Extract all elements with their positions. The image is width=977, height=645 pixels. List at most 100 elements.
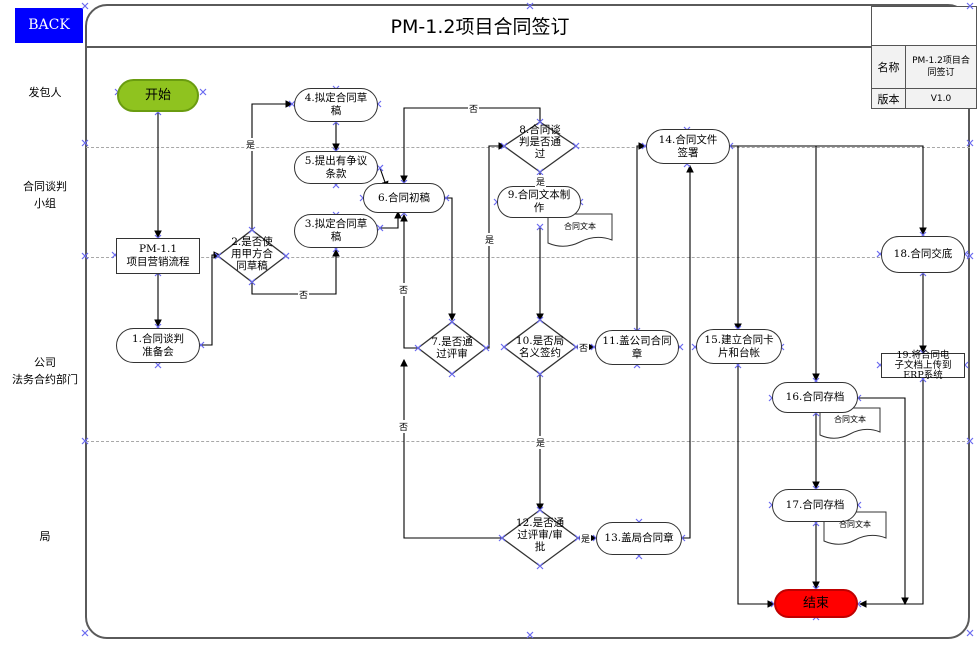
process-n5-line2: 条款 (325, 167, 347, 180)
process-n14[interactable]: 14.合同文件 签署 (646, 129, 730, 164)
edge-n14-n15 (730, 145, 742, 332)
edge-n2-n4 (251, 100, 294, 230)
process-n4-line2: 稿 (330, 105, 342, 117)
process-n1[interactable]: 1.合同谈判 准备会 (116, 328, 200, 363)
process-n19-line1: 19.将合同电 (896, 349, 950, 361)
edge-n7-n6 (400, 213, 420, 349)
decision-n12-line2: 过评审/审 (517, 529, 563, 541)
document-n9-label: 合同文本 (564, 222, 596, 231)
process-n17[interactable]: 17.合同存档 (772, 489, 858, 522)
decision-n10-line1: 10.是否局 (515, 335, 565, 347)
lane-label-negotiation: 合同谈判 小组 (10, 178, 80, 212)
edge-label-n10-no: 否 (578, 341, 590, 354)
process-n5-line1: 5.提出有争议 (304, 154, 368, 167)
edge-label-n7-no: 否 (398, 283, 410, 296)
decision-n2-line2: 用甲方合 (231, 248, 273, 260)
process-n18[interactable]: 18.合同交底 (881, 236, 965, 273)
edge-label-n10-yes: 是 (535, 436, 547, 449)
start-terminal[interactable]: 开始 (117, 79, 199, 112)
title-bar (85, 4, 970, 48)
info-version-value: V1.0 (930, 93, 952, 104)
edge-n6-n7 (445, 197, 456, 322)
info-version-key: 版本 (872, 89, 906, 108)
process-n15[interactable]: 15.建立合同卡 片和台帐 (696, 329, 782, 364)
process-n1-line1: 1.合同谈判 (131, 332, 185, 345)
lane-label-legal-line2: 法务合约部门 (12, 373, 78, 386)
edge-n14-n18 (730, 145, 927, 236)
lane-label-legal-line1: 公司 (34, 356, 56, 369)
decision-n10-line2: 名义签约 (519, 347, 561, 359)
edge-n15-end (737, 364, 776, 608)
process-n11-line1: 11.盖公司合同 (602, 334, 672, 347)
edge-label-n2-yes: 是 (245, 138, 257, 151)
decision-n7-label: 7.是否通 过评审 (424, 336, 480, 360)
document-n16-label: 合同文本 (834, 415, 866, 424)
document-shape-n16 (819, 407, 881, 439)
process-n1-line2: 准备会 (142, 345, 174, 358)
lane-divider-2 (86, 257, 970, 258)
decision-n8-line1: 8.合同谈 (519, 124, 561, 136)
edge-n7-n8 (484, 142, 507, 349)
edge-n11-n14 (636, 142, 647, 330)
lane-label-client: 发包人 (28, 86, 62, 99)
decision-n7-line2: 过评审 (436, 348, 468, 360)
info-name-key: 名称 (872, 45, 906, 89)
info-name-value: PM-1.2项目合同签订 (906, 45, 976, 89)
process-n3-line1: 3.拟定合同草 (304, 218, 368, 230)
page-title: PM-1.2项目合同签订 (390, 16, 570, 38)
process-n4[interactable]: 4.拟定合同草 稿 (294, 88, 378, 122)
process-n14-line2: 签署 (677, 146, 699, 159)
process-n13[interactable]: 13.盖局合同章 (596, 522, 682, 555)
info-box: 名称 PM-1.2项目合同签订 版本 V1.0 (871, 6, 977, 109)
process-pm11-line1: PM-1.1 (138, 243, 178, 255)
process-n9[interactable]: 9.合同文本制 作 (497, 186, 581, 218)
decision-n8-line2: 判是否通 (519, 136, 561, 148)
edge-label-n2-no: 否 (298, 288, 310, 301)
process-n15-line2: 片和台帐 (718, 346, 760, 359)
decision-n8-label: 8.合同谈 判是否通 过 (510, 124, 570, 160)
lane-divider-3 (86, 441, 970, 442)
document-shape-n9 (547, 213, 613, 247)
process-n19[interactable]: 19.将合同电 子文档上传到 ERP系统 (881, 349, 965, 381)
edge-label-n12-no: 否 (398, 420, 410, 433)
process-n19-line2: 子文档上传到 (894, 359, 952, 371)
lane-label-bureau: 局 (39, 530, 51, 543)
back-button[interactable]: BACK (15, 8, 83, 43)
process-pm11[interactable]: PM-1.1 项目营销流程 (116, 238, 200, 274)
process-n6[interactable]: 6.合同初稿 (363, 183, 445, 213)
process-n14-line1: 14.合同文件 (658, 133, 718, 146)
process-n11[interactable]: 11.盖公司合同 章 (595, 330, 679, 365)
process-n9-line2: 作 (533, 202, 545, 214)
decision-n2-label: 2.是否使 用甲方合 同草稿 (222, 236, 282, 272)
process-n15-line1: 15.建立合同卡 (704, 333, 774, 346)
process-n3[interactable]: 3.拟定合同草 稿 (294, 214, 378, 248)
process-pm11-line2: 项目营销流程 (126, 256, 190, 268)
decision-n8-line3: 过 (534, 148, 546, 160)
edge-n12-n6 (400, 358, 506, 539)
process-n19-line3: ERP系统 (903, 369, 943, 381)
process-n16[interactable]: 16.合同存档 (772, 382, 858, 413)
decision-n2-line3: 同草稿 (236, 260, 268, 272)
end-terminal[interactable]: 结束 (774, 589, 858, 618)
edge-label-n7-yes: 是 (484, 233, 496, 246)
edge-n1-n2 (200, 251, 222, 346)
process-n3-line2: 稿 (330, 231, 342, 243)
edge-n13-n14 (682, 164, 694, 539)
decision-n10-label: 10.是否局 名义签约 (508, 335, 572, 359)
process-n4-line1: 4.拟定合同草 (304, 92, 368, 104)
process-n5[interactable]: 5.提出有争议 条款 (294, 151, 378, 184)
document-n17-label: 合同文本 (839, 520, 871, 529)
lane-label-negotiation-line2: 小组 (34, 197, 56, 210)
process-n11-line2: 章 (631, 347, 643, 360)
edge-n16-end (858, 397, 909, 606)
edge-n2-n3 (251, 248, 340, 295)
lane-label-legal: 公司 法务合约部门 (5, 354, 85, 388)
decision-n7-line1: 7.是否通 (431, 336, 473, 348)
info-top-blank (872, 7, 976, 46)
decision-n12-line3: 批 (534, 541, 546, 553)
process-n9-line1: 9.合同文本制 (507, 189, 571, 201)
edge-n3-n6 (380, 210, 402, 229)
edge-label-n8-yes: 是 (535, 175, 547, 188)
decision-n12-line1: 12.是否通 (515, 517, 565, 529)
